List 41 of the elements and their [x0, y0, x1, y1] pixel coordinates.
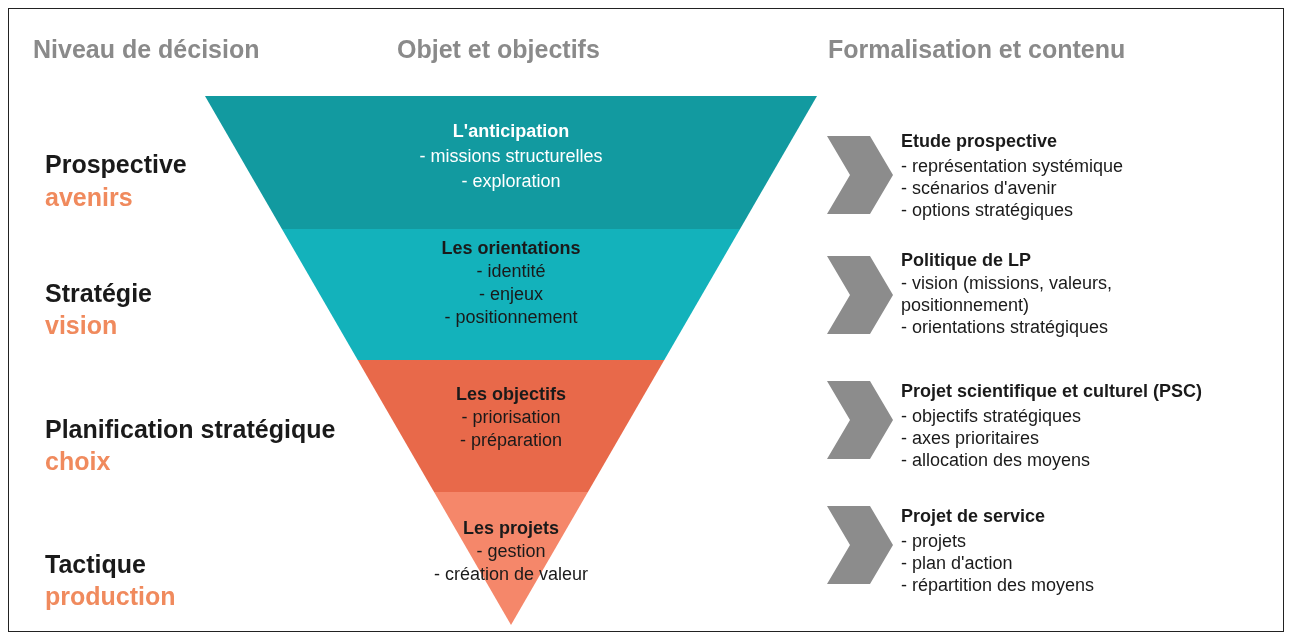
- level-subtitle: choix: [45, 447, 111, 476]
- band-heading: L'anticipation: [451, 120, 571, 142]
- band-heading: Les orientations: [440, 237, 582, 259]
- content-item: - orientations stratégiques: [901, 316, 1109, 338]
- content-item: - projets: [901, 530, 967, 552]
- level-title: Planification stratégique: [45, 415, 336, 444]
- column-header: Niveau de décision: [33, 35, 260, 64]
- content-heading: Politique de LP: [901, 250, 1031, 271]
- band-item: - missions structurelles: [418, 145, 604, 167]
- band-heading: Les projets: [462, 517, 560, 539]
- content-item: - scénarios d'avenir: [901, 177, 1057, 199]
- content-heading: Projet scientifique et culturel (PSC): [901, 381, 1203, 402]
- band-item: - enjeux: [477, 283, 544, 305]
- level-subtitle: vision: [45, 311, 118, 340]
- content-item: - axes prioritaires: [901, 427, 1040, 449]
- pyramid-band: [355, 360, 667, 492]
- band-item: - positionnement: [443, 306, 579, 328]
- band-heading: Les objectifs: [455, 383, 567, 405]
- content-heading: Etude prospective: [901, 131, 1058, 152]
- level-title: Tactique: [45, 550, 146, 579]
- band-item: - préparation: [458, 429, 564, 451]
- content-item: - plan d'action: [901, 552, 1013, 574]
- band-item: - gestion: [475, 540, 547, 562]
- level-title: Prospective: [45, 150, 187, 179]
- content-item: - représentation systémique: [901, 155, 1124, 177]
- level-title: Stratégie: [45, 279, 152, 308]
- band-item: - exploration: [460, 170, 562, 192]
- band-item: - priorisation: [460, 406, 562, 428]
- pyramid-band: [205, 96, 817, 229]
- column-header: Objet et objectifs: [397, 35, 600, 64]
- level-subtitle: avenirs: [45, 183, 133, 212]
- content-item: - vision (missions, valeurs, positionnement): [901, 272, 1114, 316]
- level-subtitle: production: [45, 582, 176, 611]
- pyramid-band: [280, 229, 742, 360]
- column-header: Formalisation et contenu: [828, 35, 1126, 64]
- content-heading: Projet de service: [901, 506, 1046, 527]
- band-item: - identité: [475, 260, 547, 282]
- content-item: - répartition des moyens: [901, 574, 1095, 596]
- content-item: - allocation des moyens: [901, 449, 1091, 471]
- content-item: - objectifs stratégiques: [901, 405, 1082, 427]
- content-item: - options stratégiques: [901, 199, 1074, 221]
